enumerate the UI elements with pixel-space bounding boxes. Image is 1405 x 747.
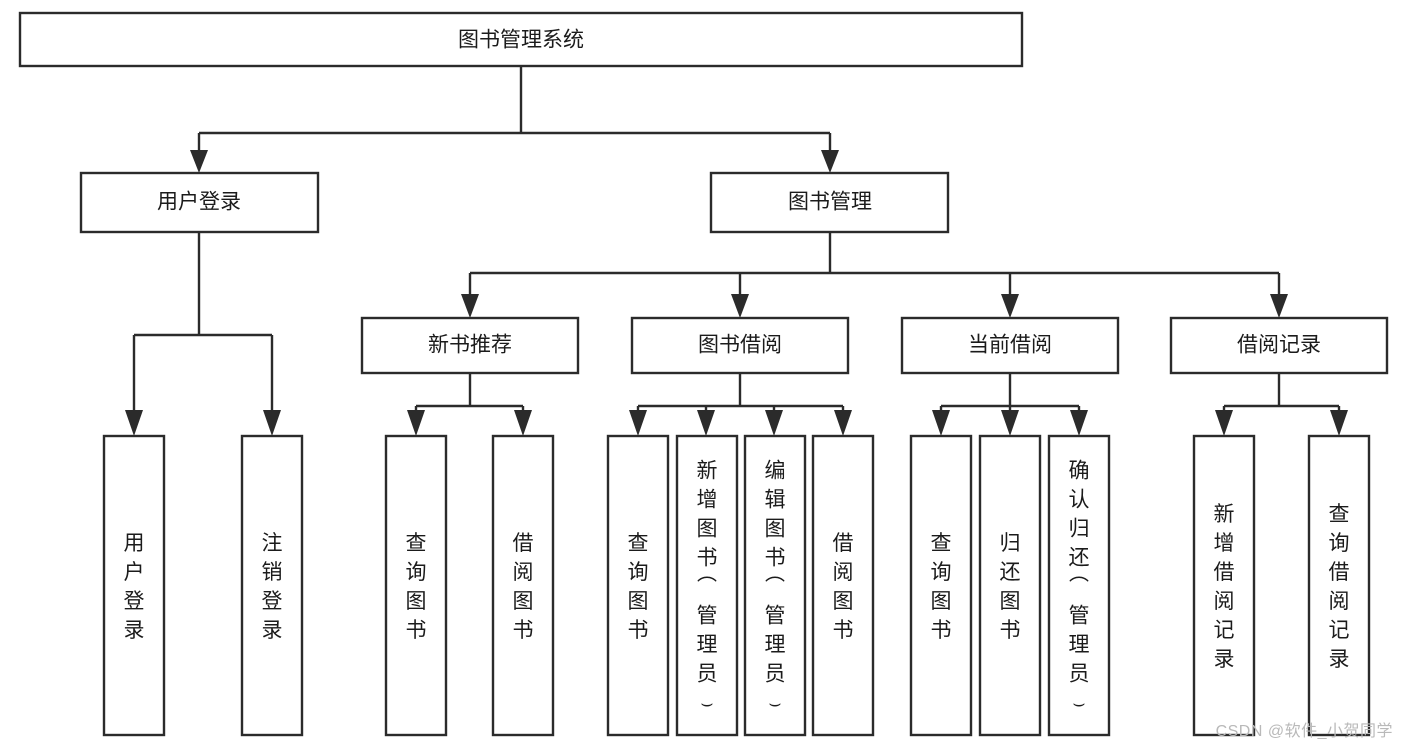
leaf-node-record-query-label: 查询借阅记录 bbox=[1329, 503, 1350, 671]
node-new-book-recommend[interactable]: 新书推荐 bbox=[360, 316, 580, 375]
leaf-node-current-query-book[interactable]: 查询图书 bbox=[909, 434, 973, 737]
arrow-head-newbook-leaf-1 bbox=[407, 410, 425, 436]
leaf-node-borrow-add-book-label: 新增图书⌒管理员⌣ bbox=[697, 460, 718, 715]
arrow-head-user-login bbox=[190, 150, 208, 173]
leaf-node-logout[interactable]: 注销登录 bbox=[240, 434, 304, 737]
leaf-node-newbook-query-book-box bbox=[384, 434, 448, 737]
node-current-borrow-box bbox=[900, 316, 1120, 375]
leaf-node-borrow-edit-book[interactable]: 编辑图书⌒管理员⌣ bbox=[743, 434, 807, 737]
leaf-node-record-add-label: 新增借阅记录 bbox=[1214, 503, 1235, 671]
leaf-node-borrow-borrow-book[interactable]: 借阅图书 bbox=[811, 434, 875, 737]
leaf-node-current-return-book-label: 归还图书 bbox=[1000, 532, 1021, 642]
leaf-node-record-add[interactable]: 新增借阅记录 bbox=[1192, 434, 1256, 737]
node-user-login[interactable]: 用户登录 bbox=[79, 171, 320, 234]
leaf-node-newbook-borrow-book-box bbox=[491, 434, 555, 737]
leaf-node-record-add-box bbox=[1192, 434, 1256, 737]
node-borrow-record[interactable]: 借阅记录 bbox=[1169, 316, 1389, 375]
leaf-node-borrow-edit-book-label: 编辑图书⌒管理员⌣ bbox=[765, 460, 786, 715]
arrow-head-currentborrow-leaf-3 bbox=[1070, 410, 1088, 436]
leaf-node-current-query-book-label: 查询图书 bbox=[931, 532, 952, 642]
arrow-head-currentborrow-leaf-1 bbox=[932, 410, 950, 436]
arrow-head-book-manage bbox=[821, 150, 839, 173]
leaf-node-record-query-box bbox=[1307, 434, 1371, 737]
leaf-node-user-login-label: 用户登录 bbox=[124, 532, 145, 642]
leaf-node-borrow-borrow-book-label: 借阅图书 bbox=[833, 532, 854, 642]
leaf-node-user-login[interactable]: 用户登录 bbox=[102, 434, 166, 737]
leaf-node-borrow-query-book-box bbox=[606, 434, 670, 737]
node-current-borrow[interactable]: 当前借阅 bbox=[900, 316, 1120, 375]
arrow-head-current-borrow bbox=[1001, 294, 1019, 318]
node-book-manage-box bbox=[709, 171, 950, 234]
arrow-head-new-book bbox=[461, 294, 479, 318]
leaf-node-current-confirm-return[interactable]: 确认归还⌒管理员⌣ bbox=[1047, 434, 1111, 737]
arrow-head-book-borrow bbox=[731, 294, 749, 318]
leaf-node-newbook-query-book-label: 查询图书 bbox=[406, 532, 427, 642]
leaf-node-user-login-box bbox=[102, 434, 166, 737]
node-book-manage-label: 图书管理 bbox=[788, 191, 872, 214]
arrow-head-bookborrow-leaf-2 bbox=[697, 410, 715, 436]
node-root-system-box bbox=[18, 11, 1024, 68]
leaf-node-record-query[interactable]: 查询借阅记录 bbox=[1307, 434, 1371, 737]
leaf-node-logout-box bbox=[240, 434, 304, 737]
arrow-head-newbook-leaf-2 bbox=[514, 410, 532, 436]
arrow-head-borrow-record bbox=[1270, 294, 1288, 318]
node-borrow-record-label: 借阅记录 bbox=[1237, 334, 1321, 357]
node-user-login-label: 用户登录 bbox=[157, 191, 241, 214]
leaf-node-newbook-query-book[interactable]: 查询图书 bbox=[384, 434, 448, 737]
arrow-head-borrowrecord-leaf-1 bbox=[1215, 410, 1233, 436]
node-user-login-box bbox=[79, 171, 320, 234]
leaf-node-borrow-borrow-book-box bbox=[811, 434, 875, 737]
leaf-node-borrow-edit-book-box bbox=[743, 434, 807, 737]
arrow-head-leaf-logout bbox=[263, 410, 281, 436]
leaf-node-borrow-add-book-box bbox=[675, 434, 739, 737]
leaf-node-current-query-book-box bbox=[909, 434, 973, 737]
node-book-manage[interactable]: 图书管理 bbox=[709, 171, 950, 234]
arrow-head-leaf-user-login bbox=[125, 410, 143, 436]
node-new-book-recommend-box bbox=[360, 316, 580, 375]
arrow-head-currentborrow-leaf-2 bbox=[1001, 410, 1019, 436]
leaf-node-logout-label: 注销登录 bbox=[262, 532, 283, 642]
connector-layer bbox=[125, 66, 1348, 436]
leaf-node-current-return-book-box bbox=[978, 434, 1042, 737]
node-root-system-label: 图书管理系统 bbox=[458, 29, 584, 52]
leaf-node-borrow-query-book[interactable]: 查询图书 bbox=[606, 434, 670, 737]
node-book-borrow-label: 图书借阅 bbox=[698, 334, 782, 357]
node-current-borrow-label: 当前借阅 bbox=[968, 334, 1052, 357]
arrow-head-bookborrow-leaf-4 bbox=[834, 410, 852, 436]
node-borrow-record-box bbox=[1169, 316, 1389, 375]
arrow-head-borrowrecord-leaf-2 bbox=[1330, 410, 1348, 436]
leaf-node-current-confirm-return-box bbox=[1047, 434, 1111, 737]
leaf-node-borrow-add-book[interactable]: 新增图书⌒管理员⌣ bbox=[675, 434, 739, 737]
leaf-node-borrow-query-book-label: 查询图书 bbox=[628, 532, 649, 642]
node-book-borrow[interactable]: 图书借阅 bbox=[630, 316, 850, 375]
arrow-head-bookborrow-leaf-3 bbox=[765, 410, 783, 436]
node-new-book-recommend-label: 新书推荐 bbox=[428, 334, 512, 357]
leaf-node-newbook-borrow-book-label: 借阅图书 bbox=[513, 532, 534, 642]
leaf-node-current-return-book[interactable]: 归还图书 bbox=[978, 434, 1042, 737]
leaf-node-newbook-borrow-book[interactable]: 借阅图书 bbox=[491, 434, 555, 737]
node-root-system[interactable]: 图书管理系统 bbox=[18, 11, 1024, 68]
leaf-node-current-confirm-return-label: 确认归还⌒管理员⌣ bbox=[1069, 460, 1090, 715]
node-book-borrow-box bbox=[630, 316, 850, 375]
arrow-head-bookborrow-leaf-1 bbox=[629, 410, 647, 436]
